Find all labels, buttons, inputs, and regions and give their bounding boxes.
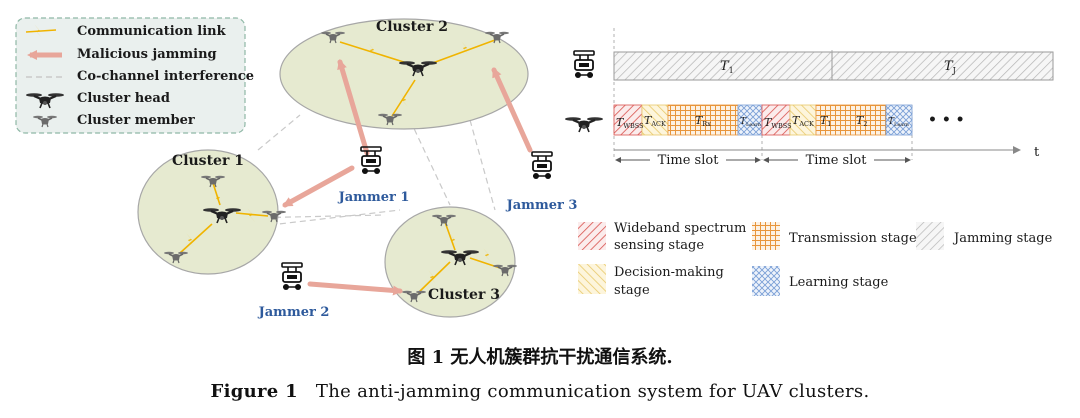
jammer-3-icon — [531, 151, 553, 180]
slot-2-stages — [761, 104, 913, 136]
uav-row-icon — [563, 116, 605, 134]
caption-figure-label: Figure 1 — [210, 381, 298, 402]
malicious-jamming-arrows — [282, 59, 533, 296]
svg-text:TWBSS: TWBSS — [764, 116, 792, 130]
legend-cluster-member: Cluster member — [77, 113, 195, 128]
timeline: T1 TJ TWBSS TACK TRx TLearn TWBSS TACK T… — [563, 28, 1054, 168]
svg-text:TJ: TJ — [944, 59, 956, 75]
svg-text:TACK: TACK — [644, 114, 666, 128]
stage-legend: Wideband spectrum sensing stage Transmis… — [578, 221, 1053, 298]
legend-communication-link: Communication link — [77, 24, 227, 39]
legend-co-channel-interference: Co-channel interference — [77, 69, 254, 84]
legend-wbss-line1: Wideband spectrum — [614, 221, 746, 236]
legend-decision-line1: Decision-making — [614, 265, 724, 280]
cluster-2-label: Cluster 2 — [376, 19, 448, 35]
legend-cluster-head: Cluster head — [77, 91, 170, 106]
legend-wbss-line2: sensing stage — [614, 238, 704, 253]
svg-text:TWBSS: TWBSS — [616, 116, 644, 130]
caption-chinese: 图 1 无人机簇群抗干扰通信系统. — [407, 347, 673, 368]
svg-text:T2: T2 — [856, 114, 867, 128]
legend-learning: Learning stage — [789, 275, 889, 290]
cluster-2-area — [279, 18, 529, 130]
svg-text:TACK: TACK — [792, 114, 814, 128]
svg-text:T1: T1 — [820, 114, 831, 128]
cluster-2-links — [339, 39, 496, 117]
svg-text:TLearn: TLearn — [740, 117, 762, 128]
svg-text:T1: T1 — [720, 59, 734, 75]
jamming-period-tj — [831, 51, 1054, 81]
jammer-2-label: Jammer 2 — [258, 305, 330, 320]
legend-decision-line2: stage — [614, 283, 650, 298]
continuation-dots: • • • — [928, 112, 965, 128]
jammer-3-label: Jammer 3 — [506, 198, 578, 213]
caption-english: Figure 1 The anti-jamming communication s… — [0, 381, 1080, 402]
jammer-row-icon — [573, 50, 595, 79]
legend: Communication link Malicious jamming Co-… — [15, 17, 254, 134]
cluster-1-label: Cluster 1 — [172, 153, 244, 169]
time-slot-2-label: Time slot — [806, 153, 868, 168]
communication-link-legend-icon — [25, 24, 57, 38]
svg-text:TRx: TRx — [695, 114, 711, 128]
legend-malicious-jamming: Malicious jamming — [77, 47, 217, 62]
jammer-2-icon — [281, 262, 303, 291]
jammer-1-label: Jammer 1 — [338, 190, 410, 205]
time-axis-label: t — [1034, 145, 1040, 160]
figure-diagram: Cluster 2 Cluster 1 Cluster 3 Jammer 1 — [15, 17, 1054, 320]
svg-text:TLearn: TLearn — [888, 117, 910, 128]
slot-1-stages — [613, 104, 763, 136]
legend-transmission: Transmission stage — [789, 231, 917, 246]
jammer-1-icon — [360, 146, 382, 175]
caption-text: The anti-jamming communication system fo… — [315, 381, 870, 402]
cluster-3-label: Cluster 3 — [428, 287, 500, 303]
time-slot-1-label: Time slot — [658, 153, 720, 168]
legend-jamming: Jamming stage — [952, 231, 1053, 246]
